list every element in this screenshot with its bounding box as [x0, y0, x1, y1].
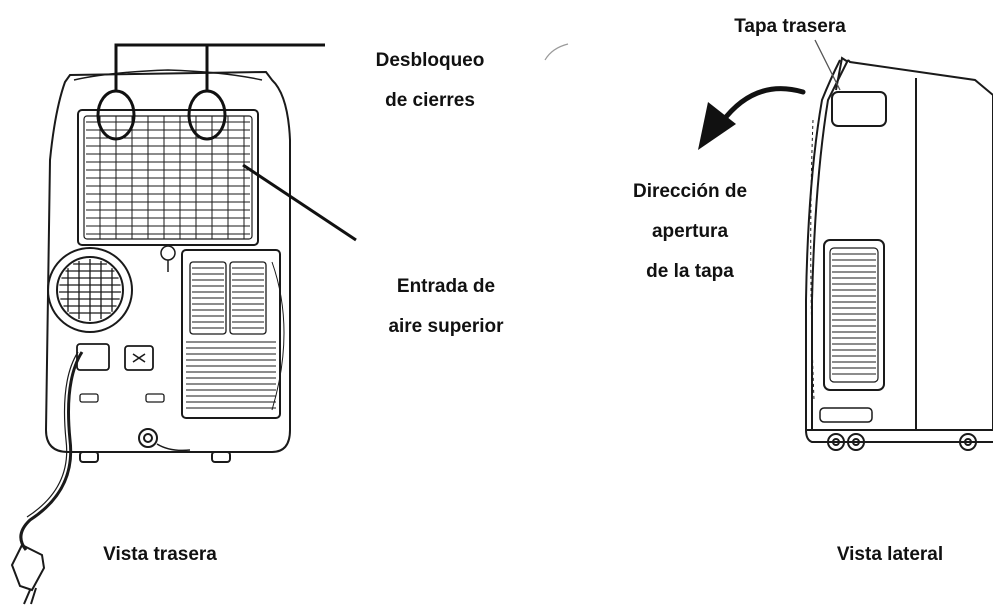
scan-artifact — [544, 43, 569, 61]
label-direccion-line1: Dirección de — [633, 181, 747, 202]
label-entrada-line1: Entrada de — [397, 276, 495, 297]
label-direccion-line3: de la tapa — [646, 261, 734, 282]
latch-release-clips — [96, 43, 325, 141]
label-vista-lateral: Vista lateral — [837, 544, 943, 565]
label-tapa-trasera: Tapa trasera — [734, 16, 846, 37]
power-cord — [19, 343, 165, 551]
power-plug — [10, 543, 46, 605]
label-direccion-line2: apertura — [652, 221, 728, 242]
upper-air-filter-grid — [77, 109, 259, 246]
side-view-grille — [810, 119, 885, 401]
rear-view-unit — [44, 69, 291, 463]
opening-direction-arrow — [698, 86, 806, 150]
label-vista-trasera: Vista trasera — [103, 544, 217, 565]
lower-air-grille — [181, 249, 285, 419]
latch-screw — [160, 245, 176, 272]
exhaust-vent-round — [47, 247, 133, 333]
label-entrada-line2: aire superior — [388, 316, 504, 337]
upper-intake-leader — [242, 163, 357, 242]
rear-lid-leader — [814, 39, 841, 91]
side-view-unit — [805, 56, 993, 451]
label-desbloqueo-line2: de cierres — [385, 90, 475, 111]
label-desbloqueo-line1: Desbloqueo — [376, 50, 485, 71]
